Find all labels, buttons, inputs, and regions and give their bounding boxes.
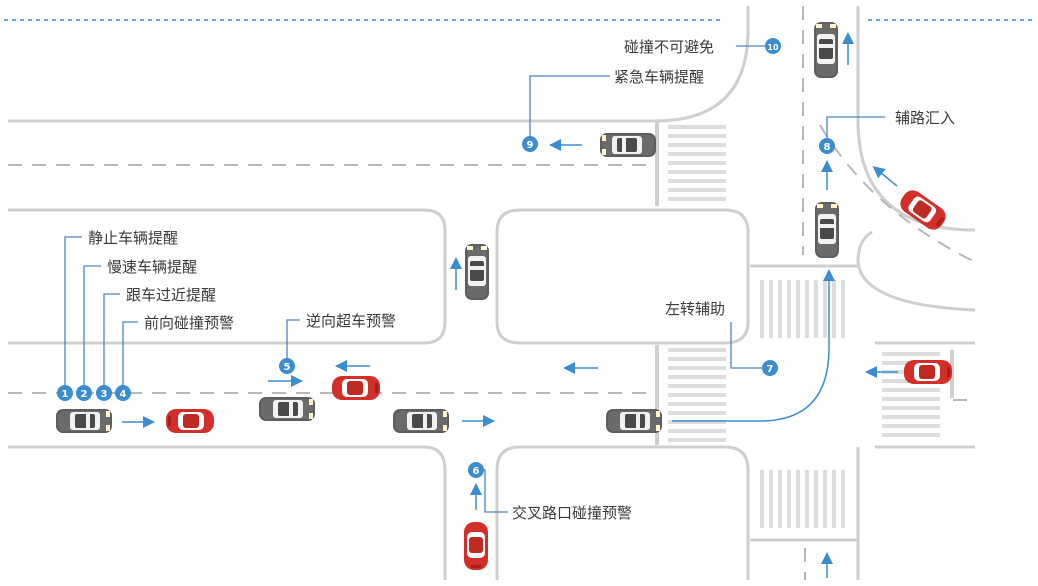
labels: 静止车辆提醒 慢速车辆提醒 跟车过近提醒 前向碰撞预警 逆向超车预警 交叉路口碰… <box>88 38 955 522</box>
car-red-2 <box>332 376 380 400</box>
car-gray-3 <box>393 409 449 433</box>
car-red-5 <box>904 360 952 384</box>
svg-text:5: 5 <box>284 362 291 373</box>
road-edges <box>8 6 976 580</box>
label-emergency-vehicle: 紧急车辆提醒 <box>614 68 704 86</box>
car-gray-5 <box>600 133 656 157</box>
badge-6: 6 <box>468 462 484 478</box>
badge-9: 9 <box>522 136 538 152</box>
badge-7: 7 <box>762 360 778 376</box>
crosswalk-top-right <box>760 280 845 338</box>
svg-text:4: 4 <box>120 389 127 400</box>
svg-text:3: 3 <box>101 389 108 400</box>
label-slow-vehicle: 慢速车辆提醒 <box>107 258 197 276</box>
car-red-1 <box>166 409 214 433</box>
label-forward-collision: 前向碰撞预警 <box>144 314 234 332</box>
svg-text:7: 7 <box>767 364 774 375</box>
svg-text:1: 1 <box>62 389 69 400</box>
callout-lines <box>64 45 885 513</box>
car-gray-2 <box>259 397 315 421</box>
car-gray-1 <box>56 409 112 433</box>
direction-arrows <box>122 32 898 578</box>
label-left-turn-assist: 左转辅助 <box>665 300 725 318</box>
crosswalk-left-mid <box>668 348 726 442</box>
badge-1: 1 <box>57 385 73 401</box>
crosswalk-bottom <box>760 470 845 528</box>
label-reverse-overtake: 逆向超车预警 <box>306 312 396 330</box>
badges: 1 2 3 4 5 6 7 8 9 10 <box>57 38 835 478</box>
svg-text:10: 10 <box>767 43 779 52</box>
stop-line-right <box>950 350 954 398</box>
label-following-close: 跟车过近提醒 <box>126 286 216 304</box>
car-gray-6 <box>465 244 489 300</box>
badge-3: 3 <box>96 385 112 401</box>
svg-text:2: 2 <box>81 389 88 400</box>
car-gray-4 <box>606 409 662 433</box>
badge-5: 5 <box>279 358 295 374</box>
badge-8: 8 <box>819 138 835 154</box>
car-red-3 <box>464 522 488 570</box>
car-gray-8 <box>814 22 838 78</box>
label-static-vehicle: 静止车辆提醒 <box>88 229 178 247</box>
svg-text:6: 6 <box>473 466 480 477</box>
label-collision-unavoidable: 碰撞不可避免 <box>624 38 714 56</box>
stop-line-mid <box>655 345 659 445</box>
svg-text:8: 8 <box>824 142 831 153</box>
badge-4: 4 <box>115 385 131 401</box>
badge-2: 2 <box>76 385 92 401</box>
stop-line-upper <box>655 121 659 206</box>
label-intersection-collision: 交叉路口碰撞预警 <box>512 504 632 522</box>
crosswalk-upper <box>668 125 726 201</box>
badge-10: 10 <box>765 38 781 54</box>
svg-text:9: 9 <box>527 140 534 151</box>
label-side-road-merge: 辅路汇入 <box>895 109 955 127</box>
car-gray-7 <box>815 202 839 258</box>
